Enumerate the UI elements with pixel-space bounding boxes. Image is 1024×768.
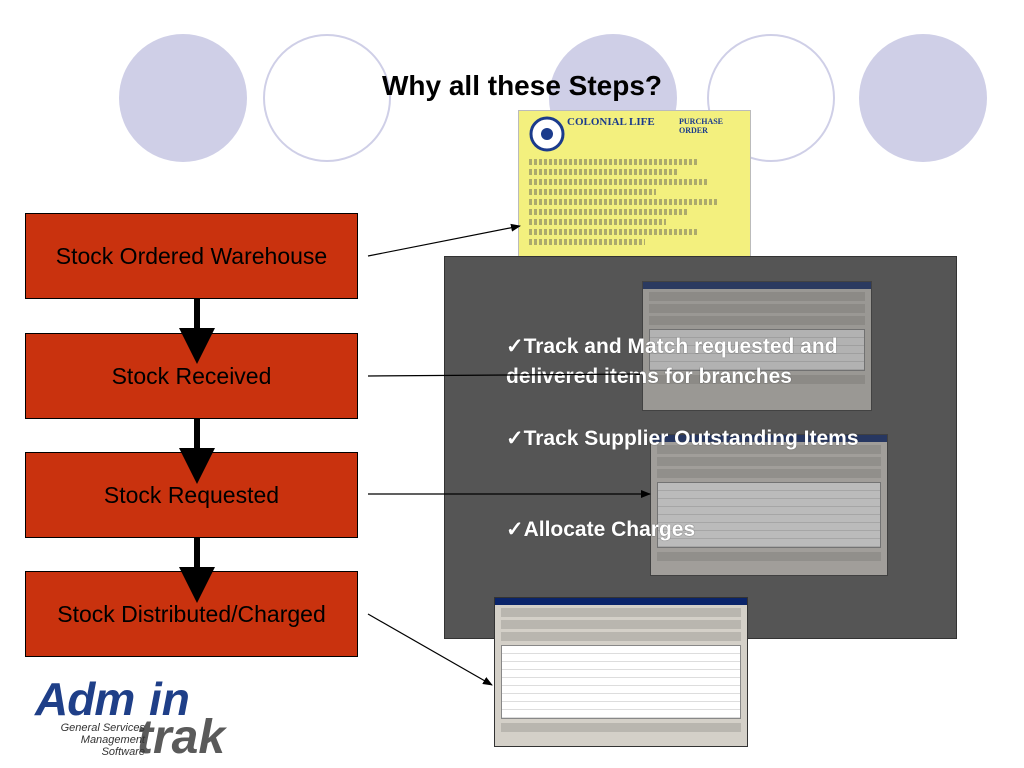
- logo-tagline-2: Management: [80, 734, 145, 746]
- logo-text-in: in: [149, 673, 190, 725]
- po-heading: PURCHASE ORDER: [679, 117, 724, 135]
- slide-title: Why all these Steps?: [381, 70, 663, 101]
- flow-step-ordered: Stock Ordered Warehouse: [25, 213, 358, 299]
- po-company-name: COLONIAL LIFE: [567, 116, 655, 128]
- purchase-order-image: COLONIAL LIFE PURCHASE ORDER: [518, 110, 751, 257]
- requisition-screenshot: [650, 434, 888, 576]
- benefit-allocate-charges: ✓Allocate Charges: [506, 518, 696, 541]
- flow-step-requested: Stock Requested: [25, 452, 358, 538]
- company-seal-icon: [529, 116, 565, 152]
- decor-circle-5: [859, 34, 987, 162]
- decor-circle-2: [263, 34, 391, 162]
- po-body-lines: [529, 159, 740, 249]
- benefit-track-match: ✓Track and Match requested and delivered…: [506, 335, 838, 388]
- logo-text-adm: Adm: [35, 673, 135, 725]
- logo-text-trak: trak: [137, 711, 226, 764]
- logo-tagline-3: Software: [101, 746, 145, 758]
- benefit-supplier-outstanding: ✓Track Supplier Outstanding Items: [506, 427, 859, 450]
- stock-receipt-screenshot: [642, 281, 872, 411]
- decor-circle-1: [119, 34, 247, 162]
- distribution-screenshot: [494, 597, 748, 747]
- flow-step-received: Stock Received: [25, 333, 358, 419]
- admintrak-logo: Adm in trak General Services Management …: [25, 672, 255, 764]
- logo-tagline-1: General Services: [60, 722, 145, 734]
- pointer-to-po: [367, 223, 521, 257]
- flow-step-distributed: Stock Distributed/Charged: [25, 571, 358, 657]
